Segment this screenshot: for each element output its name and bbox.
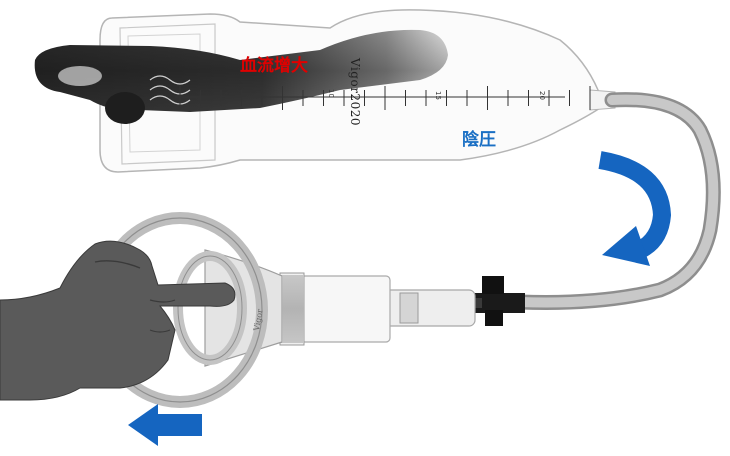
scale-mark-10: 10 — [327, 89, 335, 98]
cylinder-scale — [175, 86, 591, 110]
negative-pressure-label: 陰圧 — [462, 130, 496, 150]
blood-flow-label: 血流增大 — [240, 56, 308, 76]
hand-pump — [92, 212, 476, 408]
curved-arrow — [598, 151, 672, 266]
left-arrow — [128, 404, 202, 446]
scale-mark-5: 5 — [224, 92, 232, 97]
shaft-silhouette — [34, 29, 448, 124]
hand-illustration — [0, 240, 236, 401]
scale-mark-20: 20 — [538, 91, 546, 100]
scale-mark-15: 15 — [434, 91, 442, 100]
cylinder-brand-text: Vigor2020 — [348, 58, 362, 126]
pump-tube — [512, 92, 721, 310]
t-valve — [470, 276, 525, 326]
